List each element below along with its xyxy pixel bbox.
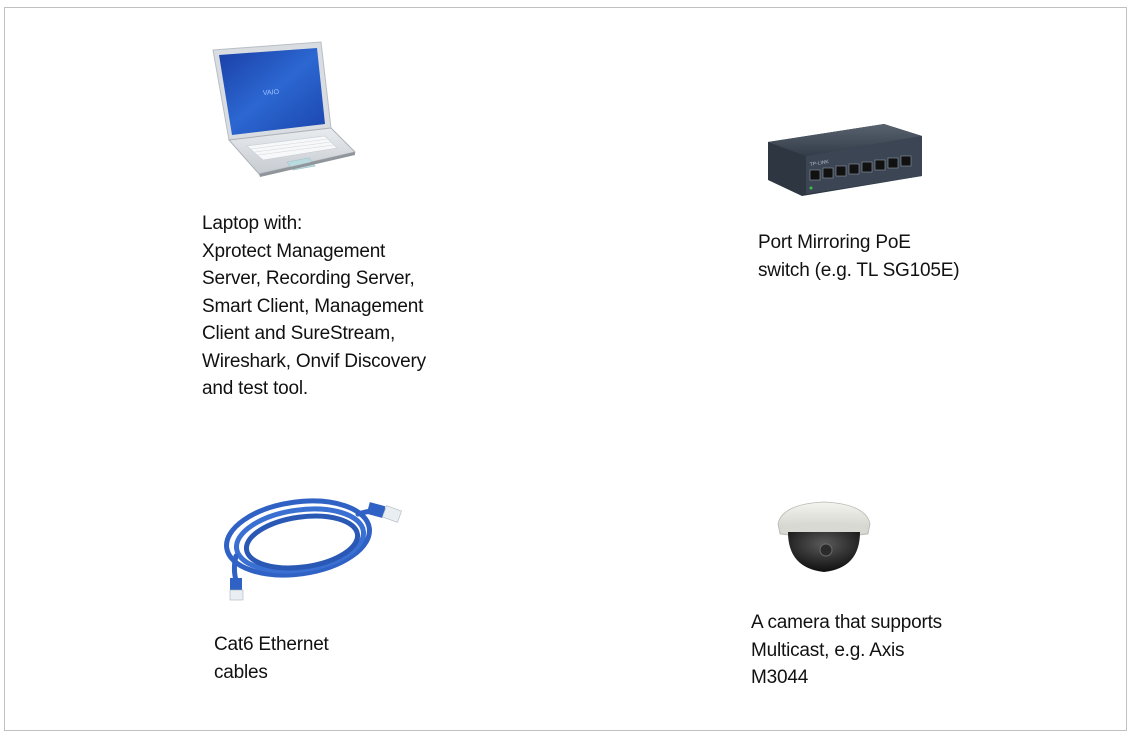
cable-caption: Cat6 Ethernet cables bbox=[214, 634, 329, 683]
dome-camera-icon bbox=[777, 501, 871, 572]
camera-image bbox=[774, 500, 874, 578]
cable-image bbox=[218, 486, 408, 602]
slide-canvas bbox=[4, 7, 1127, 731]
network-switch-icon: TP-LINK bbox=[768, 124, 922, 196]
laptop-icon: VAIO bbox=[212, 41, 356, 177]
switch-image: TP-LINK bbox=[766, 122, 924, 198]
ethernet-cable-icon bbox=[224, 498, 402, 601]
switch-brand: TP-LINK bbox=[809, 159, 830, 168]
laptop-image: VAIO bbox=[203, 40, 359, 180]
camera-caption: A camera that supports Multicast, e.g. A… bbox=[751, 612, 942, 688]
laptop-caption: Laptop with: Xprotect Management Server,… bbox=[202, 213, 426, 399]
switch-caption: Port Mirroring PoE switch (e.g. TL SG105… bbox=[758, 232, 960, 281]
laptop-screen-brand: VAIO bbox=[263, 89, 280, 97]
